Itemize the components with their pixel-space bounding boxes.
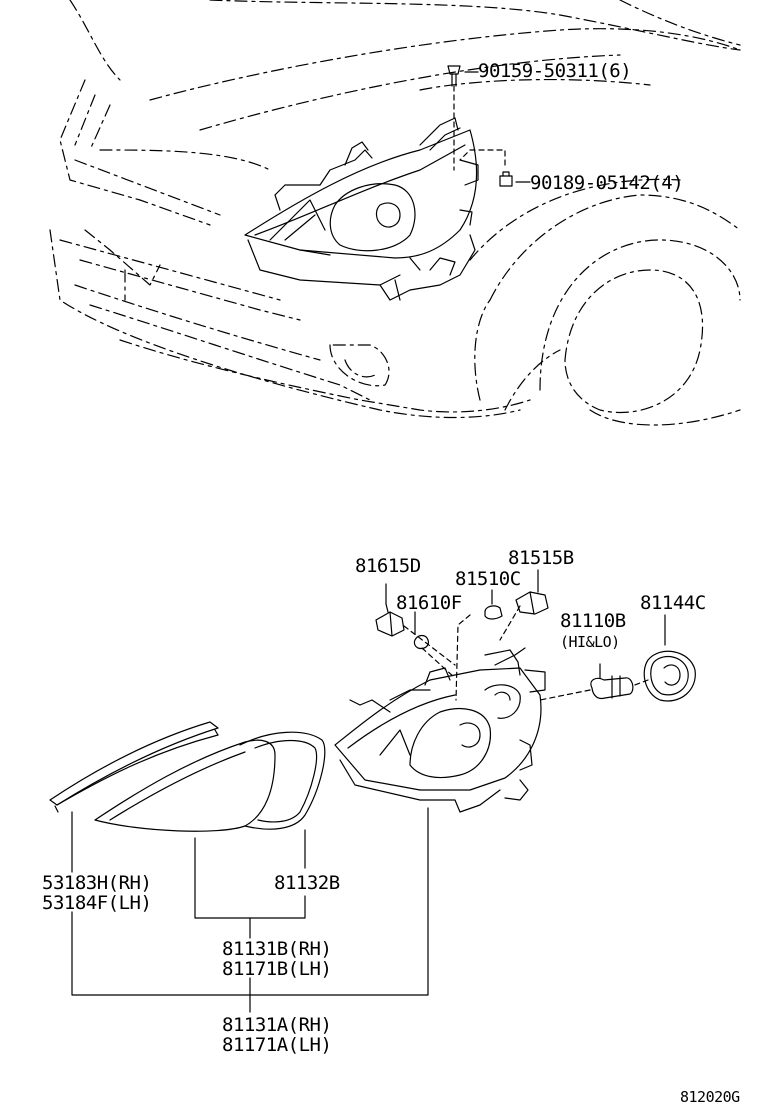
part-label-81171b: 81171B(LH) <box>222 958 332 980</box>
part-label-81131b: 81131B(RH) <box>222 938 332 960</box>
socket-81615d-icon <box>375 583 405 637</box>
bulb-81610f-icon <box>413 611 429 650</box>
cover-81144c-icon <box>643 614 696 702</box>
moulding-53183h-illustration <box>49 721 219 813</box>
car-body-illustration <box>49 0 741 426</box>
part-label-81131a: 81131A(RH) <box>222 1014 332 1036</box>
part-label-81510c: 81510C <box>455 568 521 590</box>
clip-90189-icon <box>459 149 513 187</box>
part-label-81110b: 81110B <box>560 610 626 632</box>
part-label-81515b: 81515B <box>508 547 574 569</box>
bulb-81510c-icon <box>484 589 503 620</box>
socket-81515b-icon <box>515 569 549 615</box>
part-label-81171a: 81171A(LH) <box>222 1034 332 1056</box>
part-label-81110b-note: (HI&LO) <box>560 633 620 651</box>
installed-headlamp-illustration <box>244 117 479 301</box>
part-label-81615d: 81615D <box>355 555 421 577</box>
housing-81131b-illustration <box>334 647 546 813</box>
lens-81132b-illustration <box>94 731 326 832</box>
part-label-81132b: 81132B <box>274 872 340 894</box>
part-label-90159-50311: 90159-50311(6) <box>478 60 632 82</box>
bulb-81110b-icon <box>590 663 634 700</box>
part-label-53184f: 53184F(LH) <box>42 892 152 914</box>
diagram-code: 812020G <box>680 1088 740 1106</box>
assembly-guide-lines <box>403 605 649 701</box>
part-label-81610f: 81610F <box>396 592 462 614</box>
callout-lines <box>71 807 429 1013</box>
part-label-90189-05142: 90189-05142(4) <box>530 172 684 194</box>
part-label-81144c: 81144C <box>640 592 706 614</box>
bolt-90159-icon <box>447 65 461 171</box>
part-label-53183h: 53183H(RH) <box>42 872 152 894</box>
